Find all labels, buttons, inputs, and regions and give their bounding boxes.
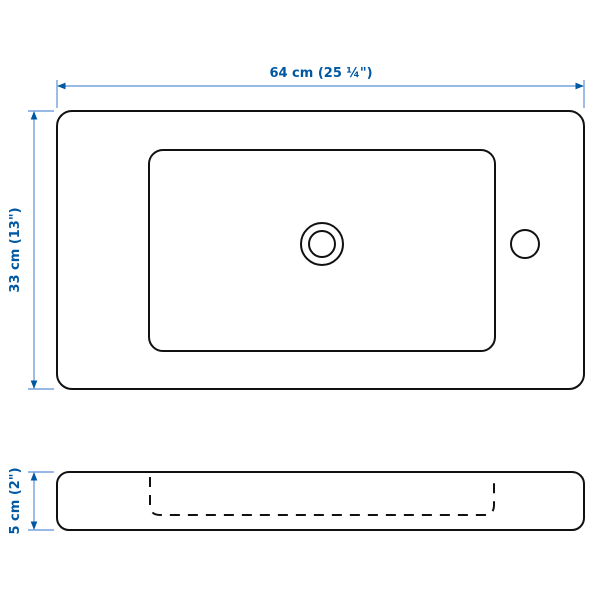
height-label: 33 cm (13"): [8, 207, 23, 292]
drain-outer-ring: [300, 222, 344, 266]
side-profile-outline: [56, 471, 585, 531]
side-height-label: 5 cm (2"): [8, 467, 23, 534]
tap-hole: [510, 229, 540, 259]
top-view: 64 cm (25 ¼") 33 cm (13"): [8, 66, 585, 390]
hidden-basin-outline: [149, 477, 495, 516]
drain-hole: [308, 230, 336, 258]
side-height-dimension: 5 cm (2"): [8, 467, 54, 535]
height-dimension: 33 cm (13"): [8, 110, 54, 390]
basin-outline: [148, 149, 496, 352]
side-view: 5 cm (2"): [8, 467, 585, 535]
width-label: 64 cm (25 ¼"): [269, 66, 372, 81]
sink-outline: [56, 110, 585, 390]
width-dimension: 64 cm (25 ¼"): [56, 66, 585, 108]
